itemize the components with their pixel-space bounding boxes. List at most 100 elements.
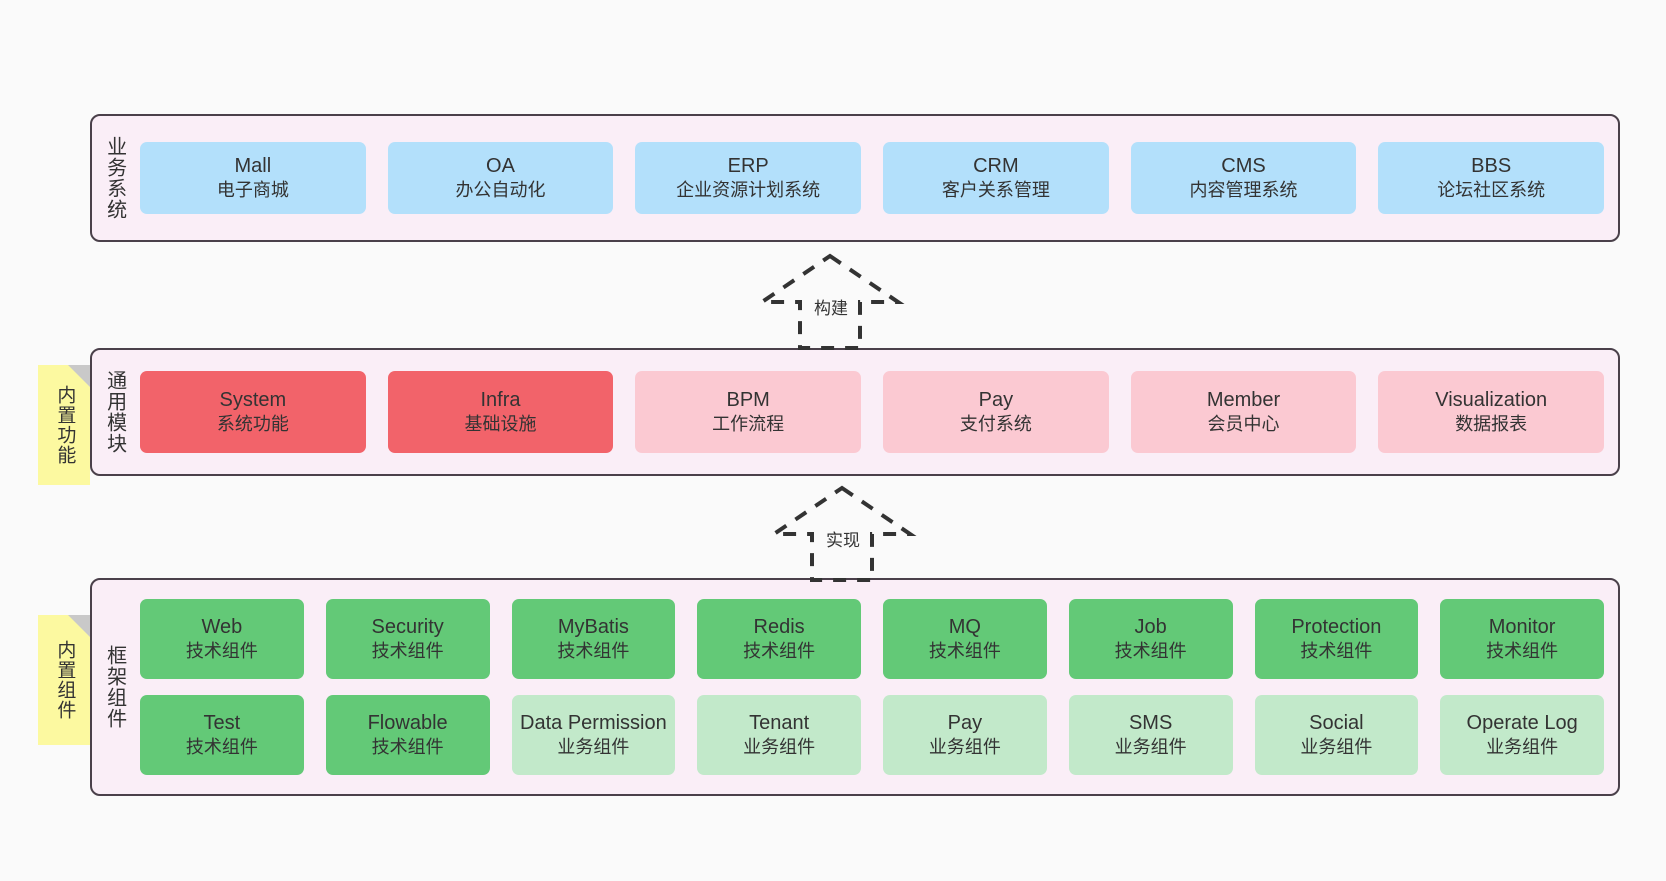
card-subtitle: 业务组件 [1486,737,1559,758]
card-visualization[interactable]: Visualization 数据报表 [1378,371,1605,453]
card-title: Mall [234,154,272,177]
card-subtitle: 论坛社区系统 [1437,180,1546,201]
card-title: Operate Log [1466,711,1578,734]
card-title: Social [1309,711,1364,734]
card-operate-log[interactable]: Operate Log 业务组件 [1440,695,1604,775]
card-erp[interactable]: ERP 企业资源计划系统 [635,142,862,214]
card-subtitle: 支付系统 [959,414,1032,435]
layer-framework-component: 框架组件 Web 技术组件 Security 技术组件 MyBatis 技术组件… [90,578,1620,796]
card-subtitle: 技术组件 [1300,641,1373,662]
card-title: Pay [947,711,983,734]
dashed-hollow-arrow-up-icon [755,253,905,350]
card-row: Mall 电子商城 OA 办公自动化 ERP 企业资源计划系统 CRM 客户关系… [140,142,1605,214]
card-title: CMS [1221,154,1266,177]
card-subtitle: 技术组件 [1114,641,1187,662]
card-bbs[interactable]: BBS 论坛社区系统 [1378,142,1605,214]
card-subtitle: 技术组件 [185,641,258,662]
card-crm[interactable]: CRM 客户关系管理 [883,142,1109,214]
note-builtin-component: 内置组件 [38,615,90,745]
card-redis[interactable]: Redis 技术组件 [697,599,861,679]
card-title: Redis [753,615,805,638]
card-title: BPM [726,388,770,411]
card-sms[interactable]: SMS 业务组件 [1068,695,1233,775]
layer-body-business: Mall 电子商城 OA 办公自动化 ERP 企业资源计划系统 CRM 客户关系… [136,116,1618,240]
connector-label: 实现 [824,526,862,551]
card-row: Web 技术组件 Security 技术组件 MyBatis 技术组件 Redi… [140,599,1604,679]
card-cms[interactable]: CMS 内容管理系统 [1130,142,1357,214]
card-title: Protection [1291,615,1382,638]
layer-title-business: 业务系统 [103,136,126,220]
card-subtitle: 技术组件 [371,641,444,662]
card-subtitle: 基础设施 [464,414,537,435]
card-security[interactable]: Security 技术组件 [325,599,490,679]
card-subtitle: 技术组件 [928,641,1001,662]
card-monitor[interactable]: Monitor 技术组件 [1440,599,1604,679]
card-oa[interactable]: OA 办公自动化 [387,142,614,214]
card-title: Member [1206,388,1281,411]
card-web[interactable]: Web 技术组件 [140,599,304,679]
card-subtitle: 技术组件 [371,737,444,758]
layer-title-common: 通用模块 [103,370,126,454]
card-pay-business[interactable]: Pay 业务组件 [883,695,1047,775]
card-social[interactable]: Social 业务组件 [1254,695,1419,775]
card-infra[interactable]: Infra 基础设施 [387,371,614,453]
card-subtitle: 工作流程 [712,414,785,435]
card-title: Test [203,711,241,734]
card-job[interactable]: Job 技术组件 [1068,599,1233,679]
card-subtitle: 技术组件 [185,737,258,758]
card-subtitle: 办公自动化 [455,180,546,201]
card-subtitle: 内容管理系统 [1189,180,1298,201]
card-title: System [219,388,287,411]
card-bpm[interactable]: BPM 工作流程 [635,371,862,453]
card-subtitle: 电子商城 [216,180,289,201]
card-member[interactable]: Member 会员中心 [1130,371,1357,453]
note-builtin-function: 内置功能 [38,365,90,485]
card-system[interactable]: System 系统功能 [140,371,366,453]
card-title: Infra [480,388,521,411]
card-mybatis[interactable]: MyBatis 技术组件 [511,599,676,679]
connector-label: 构建 [812,294,850,319]
connector-build: 构建 [750,252,910,352]
card-mall[interactable]: Mall 电子商城 [140,142,366,214]
card-subtitle: 业务组件 [1114,737,1187,758]
card-title: SMS [1128,711,1173,734]
card-tenant[interactable]: Tenant 业务组件 [697,695,861,775]
card-title: CRM [973,154,1019,177]
layer-body-common: System 系统功能 Infra 基础设施 BPM 工作流程 Pay 支付系统… [136,350,1618,474]
card-test[interactable]: Test 技术组件 [140,695,304,775]
card-title: ERP [727,154,769,177]
dashed-hollow-arrow-up-icon [767,485,917,582]
card-title: Pay [978,388,1014,411]
card-title: MyBatis [557,615,629,638]
card-row: System 系统功能 Infra 基础设施 BPM 工作流程 Pay 支付系统… [140,371,1605,453]
card-title: OA [486,154,515,177]
card-title: BBS [1471,154,1512,177]
card-flowable[interactable]: Flowable 技术组件 [325,695,490,775]
card-title: Data Permission [520,711,667,734]
card-subtitle: 系统功能 [216,414,289,435]
card-subtitle: 业务组件 [1300,737,1373,758]
card-subtitle: 数据报表 [1455,414,1528,435]
card-title: Flowable [367,711,448,734]
card-title: Visualization [1435,388,1548,411]
card-pay[interactable]: Pay 支付系统 [883,371,1109,453]
card-title: Web [201,615,243,638]
card-subtitle: 业务组件 [557,737,630,758]
layer-business-system: 业务系统 Mall 电子商城 OA 办公自动化 ERP 企业资源计划系统 CRM… [90,114,1620,242]
card-title: Job [1134,615,1167,638]
layer-body-framework: Web 技术组件 Security 技术组件 MyBatis 技术组件 Redi… [136,580,1618,794]
card-mq[interactable]: MQ 技术组件 [883,599,1047,679]
card-subtitle: 企业资源计划系统 [676,180,821,201]
card-title: Tenant [749,711,810,734]
card-protection[interactable]: Protection 技术组件 [1254,599,1419,679]
card-subtitle: 技术组件 [557,641,630,662]
connector-implement: 实现 [762,484,922,584]
card-subtitle: 业务组件 [743,737,816,758]
card-subtitle: 技术组件 [1486,641,1559,662]
card-row: Test 技术组件 Flowable 技术组件 Data Permission … [140,695,1604,775]
card-subtitle: 会员中心 [1207,414,1280,435]
card-title: Security [371,615,444,638]
card-data-permission[interactable]: Data Permission 业务组件 [511,695,676,775]
card-subtitle: 技术组件 [743,641,816,662]
card-subtitle: 客户关系管理 [941,180,1050,201]
